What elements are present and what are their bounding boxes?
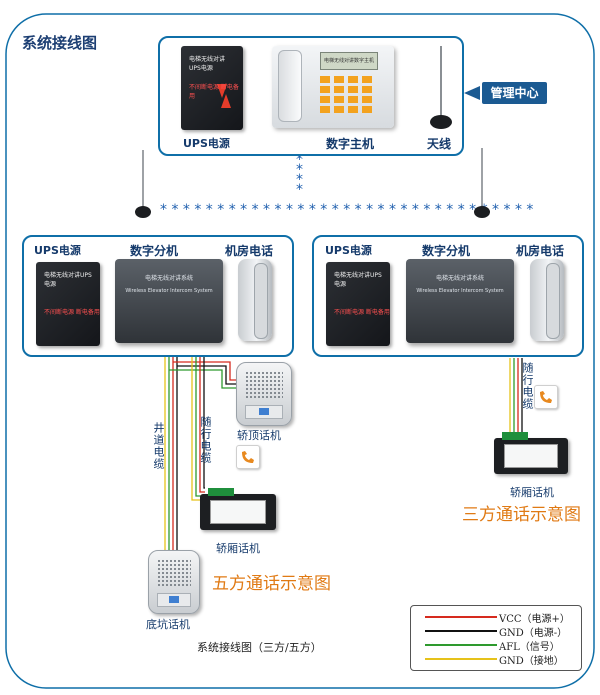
speaker-grill xyxy=(157,559,191,587)
unit-face: 电梯无线对讲系统 Wireless Elevator Intercom Syst… xyxy=(125,273,213,307)
svg-text:*: * xyxy=(296,162,303,178)
right-ups-label: UPS电源 xyxy=(325,244,372,257)
svg-text:*: * xyxy=(296,182,303,198)
left-ups-device: 电梯无线对讲UPS电源 不间断电源 断电备用 xyxy=(36,262,100,346)
pit-speaker xyxy=(148,550,200,614)
antenna-label: 天线 xyxy=(427,137,452,151)
left-digital-unit: 电梯无线对讲系统 Wireless Elevator Intercom Syst… xyxy=(115,259,223,343)
right-antenna-icon xyxy=(474,148,490,218)
shaft-cable-label: 井道电缆 xyxy=(152,422,165,470)
cartop-speaker xyxy=(236,362,292,426)
left-antenna-icon xyxy=(135,150,151,218)
svg-text:*: * xyxy=(296,172,303,188)
travel-cable-label-left: 随行电缆 xyxy=(199,416,212,464)
handset-icon xyxy=(534,385,558,409)
five-way-car-unit xyxy=(200,488,276,530)
legend-text: GND（电源-） xyxy=(499,628,568,639)
left-ups-label: UPS电源 xyxy=(34,244,81,257)
right-phone-label: 机房电话 xyxy=(516,244,565,258)
lightning-icon xyxy=(217,84,227,98)
legend-row: AFL（信号） xyxy=(411,638,581,653)
legend-row: GND（电源-） xyxy=(411,624,581,639)
legend-swatch xyxy=(425,658,497,660)
svg-text:* * * * * * * * * * * * * * *: * * * * * * * * * * * * * * * * * * * * … xyxy=(160,202,533,218)
legend-row: VCC（电源+） xyxy=(411,610,581,625)
legend-swatch xyxy=(425,616,497,618)
right-room-phone xyxy=(530,259,564,341)
call-key xyxy=(259,408,269,415)
unit-face-text: 电梯无线对讲系统 xyxy=(144,275,193,282)
svg-text:*: * xyxy=(296,152,303,168)
host-keypad xyxy=(318,74,380,118)
top-antenna-icon xyxy=(430,46,452,129)
host-handset xyxy=(278,50,302,122)
left-phone-label: 机房电话 xyxy=(225,244,274,258)
legend-swatch xyxy=(425,644,497,646)
handset-icon xyxy=(236,445,260,469)
unit-face: 电梯无线对讲系统 Wireless Elevator Intercom Syst… xyxy=(416,273,504,307)
unit-face-sub: Wireless Elevator Intercom System xyxy=(125,288,213,294)
ups-chip-text: 电梯无线对讲UPS电源 xyxy=(189,56,226,72)
speaker-plate xyxy=(245,405,283,419)
top-ups-device: 电梯无线对讲UPS电源 不间断电源 断电备用 xyxy=(181,46,243,130)
ups-chip-red: 不间断电源 断电备用 xyxy=(334,309,390,316)
left-room-phone xyxy=(238,259,272,341)
right-ups-device: 电梯无线对讲UPS电源 不间断电源 断电备用 xyxy=(326,262,390,346)
legend-text: AFL（信号） xyxy=(499,642,560,653)
legend-text: GND（接地） xyxy=(499,656,564,667)
travel-cable-label-right: 随行电缆 xyxy=(521,362,534,410)
legend-row: GND（接地） xyxy=(411,652,581,667)
ups-chip-red: 不间断电源 断电备用 xyxy=(44,309,100,316)
five-way-car-label: 轿厢话机 xyxy=(216,542,260,555)
three-way-car-label: 轿厢话机 xyxy=(510,486,554,499)
digital-host-device: 电梯无线对讲数字主机 xyxy=(272,46,394,128)
cartop-label: 轿顶话机 xyxy=(237,429,281,442)
speaker-grill xyxy=(245,371,283,399)
terminal-block xyxy=(208,488,234,496)
host-screen: 电梯无线对讲数字主机 xyxy=(320,52,378,70)
lightning-icon-lower xyxy=(221,94,231,108)
car-unit-pcb xyxy=(504,444,558,468)
call-key xyxy=(169,596,179,603)
pit-label: 底坑话机 xyxy=(146,618,190,631)
left-unit-label: 数字分机 xyxy=(130,244,179,258)
ups-chip-red: 不间断电源 断电备用 xyxy=(189,84,239,100)
car-unit-pcb xyxy=(210,500,266,524)
legend-swatch xyxy=(425,630,497,632)
management-center-badge: 管理中心 xyxy=(482,82,547,104)
ups-chip-text: 电梯无线对讲UPS电源 xyxy=(44,272,92,288)
speaker-plate xyxy=(157,593,191,607)
wireless-link-horizontal: * * * * * * * * * * * * * * * * * * * * … xyxy=(160,202,533,218)
host-label: 数字主机 xyxy=(326,137,375,151)
wire-legend: VCC（电源+） GND（电源-） AFL（信号） GND（接地） xyxy=(410,605,582,671)
right-cables xyxy=(509,358,523,440)
unit-face-sub: Wireless Elevator Intercom System xyxy=(416,288,504,294)
handset-icon xyxy=(254,263,268,339)
five-way-caption: 五方通话示意图 xyxy=(212,574,331,594)
legend-text: VCC（电源+） xyxy=(499,614,570,625)
top-ups-label: UPS电源 xyxy=(183,137,230,150)
right-digital-unit: 电梯无线对讲系统 Wireless Elevator Intercom Syst… xyxy=(406,259,514,343)
right-unit-label: 数字分机 xyxy=(422,244,471,258)
footer-caption: 系统接线图（三方/五方） xyxy=(197,641,322,654)
mgmt-arrow xyxy=(464,86,480,100)
three-way-car-unit xyxy=(494,432,568,474)
diagram-title: 系统接线图 xyxy=(22,34,98,52)
handset-icon xyxy=(546,263,560,339)
terminal-block xyxy=(502,432,528,440)
three-way-caption: 三方通话示意图 xyxy=(462,505,581,525)
unit-face-text: 电梯无线对讲系统 xyxy=(435,275,484,282)
ups-chip-text: 电梯无线对讲UPS电源 xyxy=(334,272,382,288)
